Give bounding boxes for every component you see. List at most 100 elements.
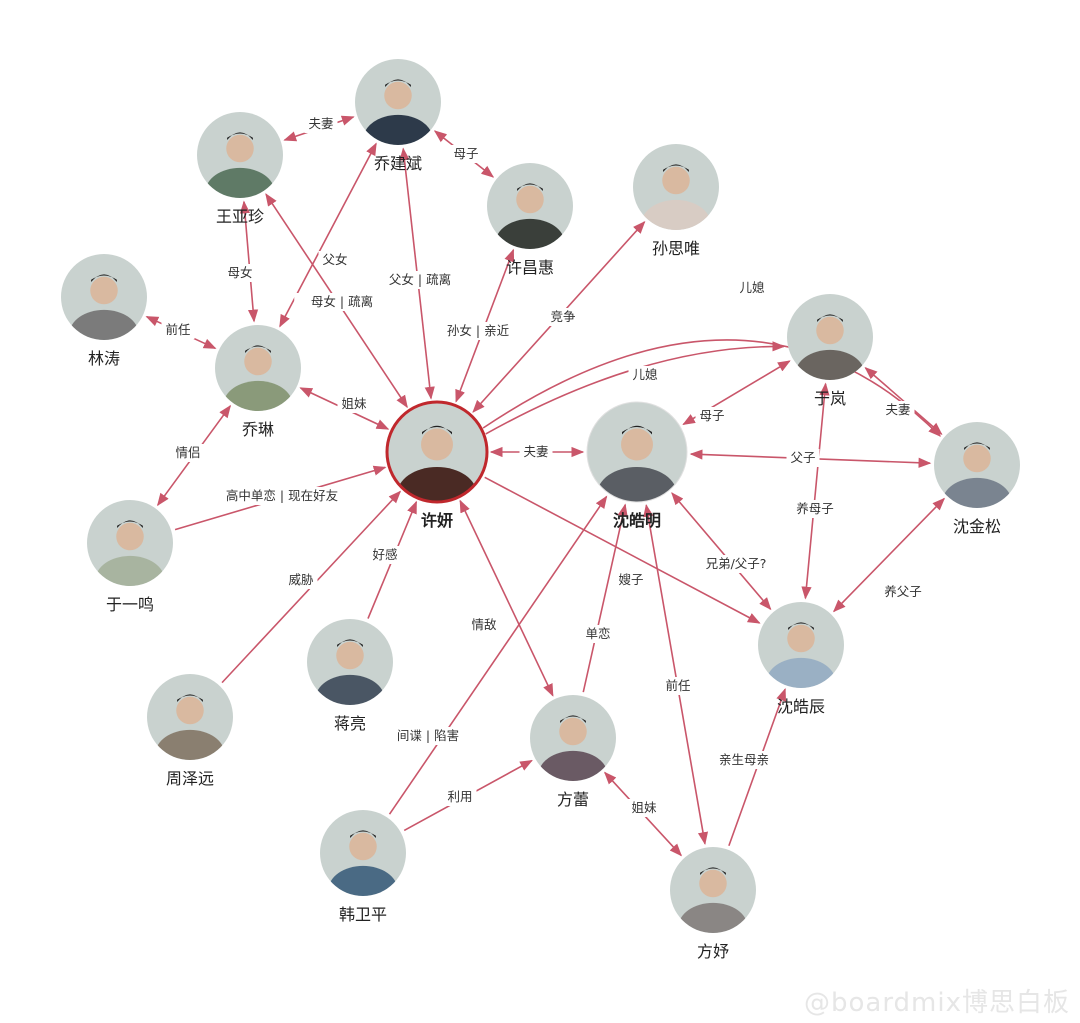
relation-label: 威胁 [284, 571, 318, 589]
label-background [294, 293, 390, 311]
character-node-lintao[interactable]: 林涛 [61, 254, 147, 368]
character-name: 于一鸣 [106, 595, 154, 614]
label-background [581, 625, 615, 643]
character-node-shenhaoming[interactable]: 沈皓明 [586, 401, 688, 530]
label-background [715, 751, 773, 769]
relation-label-text: 夫妻 [523, 444, 548, 459]
relation-label: 夫妻 [519, 443, 553, 461]
character-node-xuyan[interactable]: 许妍 [385, 400, 489, 530]
avatar-photo [223, 345, 293, 411]
label-background [661, 677, 695, 695]
relation-label-text: 威胁 [288, 572, 313, 587]
relation-label-text: 前任 [165, 322, 190, 337]
relation-label-text: 夫妻 [885, 402, 910, 417]
relation-label: 竞争 [546, 308, 580, 326]
relation-label-text: 养父子 [884, 584, 922, 599]
character-node-yulan[interactable]: 于岚 [787, 294, 873, 408]
character-name: 许昌惠 [506, 258, 554, 277]
relation-label: 兄弟/父子? [694, 555, 778, 573]
character-node-hanweiping[interactable]: 韩卫平 [320, 810, 406, 924]
relation-label: 母子 [695, 407, 729, 425]
character-name: 蒋亮 [334, 714, 366, 733]
avatar-photo [597, 425, 677, 502]
character-name: 周泽远 [166, 769, 214, 788]
relation-label: 父女 | 疏离 [372, 271, 468, 289]
relation-edge [582, 503, 628, 693]
label-background [304, 115, 338, 133]
relation-label: 嫂子 [614, 571, 648, 589]
label-background [171, 444, 205, 462]
avatar-photo [155, 694, 225, 760]
label-background [284, 571, 318, 589]
avatar-photo [495, 183, 565, 249]
relation-label-text: 姐妹 [341, 396, 367, 411]
character-node-shenjinsong[interactable]: 沈金松 [934, 422, 1020, 536]
label-background [318, 251, 352, 269]
avatar-photo [95, 520, 165, 586]
character-node-sunsiwei[interactable]: 孙思唯 [633, 144, 719, 258]
character-node-wangyazhen[interactable]: 王亚珍 [197, 112, 283, 226]
relation-label-text: 高中单恋 | 现在好友 [226, 488, 338, 503]
character-name: 孙思唯 [652, 239, 700, 258]
label-background [372, 271, 468, 289]
character-name: 方妤 [697, 942, 729, 961]
relation-label: 亲生母亲 [715, 751, 773, 769]
relation-label: 姐妹 [337, 395, 371, 413]
label-background [380, 727, 476, 745]
label-background [628, 366, 662, 384]
label-background [546, 308, 580, 326]
relation-label: 儿媳 [628, 366, 662, 384]
relation-label-text: 情侣 [175, 445, 200, 460]
character-name: 乔建斌 [374, 154, 422, 173]
character-node-shenhaochen[interactable]: 沈皓辰 [758, 602, 844, 716]
relation-label-text: 父女 | 疏离 [389, 272, 451, 287]
label-background [209, 487, 355, 505]
character-node-fanglei[interactable]: 方蕾 [530, 695, 616, 809]
label-background [792, 500, 838, 518]
relation-label: 姐妹 [627, 799, 661, 817]
relation-label: 前任 [661, 677, 695, 695]
relation-label-text: 母女 | 疏离 [311, 294, 373, 309]
avatar-photo [397, 425, 477, 502]
label-background [368, 546, 402, 564]
character-name: 于岚 [814, 389, 846, 408]
relation-label: 单恋 [581, 625, 615, 643]
label-background [467, 616, 501, 634]
label-background [614, 571, 648, 589]
relation-label-text: 好感 [372, 547, 397, 562]
character-name: 韩卫平 [339, 905, 387, 924]
character-name: 沈金松 [953, 517, 1001, 536]
relation-label: 母女 [223, 264, 257, 282]
relation-label-text: 前任 [665, 678, 690, 693]
character-node-fangyu[interactable]: 方妤 [670, 847, 756, 961]
character-node-zhouzeyuan[interactable]: 周泽远 [147, 674, 233, 788]
label-background [786, 449, 820, 467]
relation-label: 养父子 [880, 583, 926, 601]
label-background [430, 322, 526, 340]
character-name: 沈皓明 [613, 511, 661, 530]
character-node-xuchanghui[interactable]: 许昌惠 [487, 163, 573, 277]
character-node-jiangliang[interactable]: 蒋亮 [307, 619, 393, 733]
label-background [443, 788, 477, 806]
avatar-photo [205, 132, 275, 198]
character-node-qiaolin[interactable]: 乔琳 [215, 325, 301, 439]
relation-label-text: 母女 [227, 265, 252, 280]
relation-label-text: 单恋 [585, 626, 610, 641]
avatar-photo [942, 442, 1012, 508]
character-name: 许妍 [421, 511, 453, 530]
label-background [694, 555, 778, 573]
label-background [627, 799, 661, 817]
label-background [880, 583, 926, 601]
relation-label-text: 亲生母亲 [719, 752, 769, 767]
relation-label-text: 父女 [322, 252, 347, 267]
relation-label: 间谍 | 陷害 [380, 727, 476, 745]
label-background [223, 264, 257, 282]
character-node-yuyiming[interactable]: 于一鸣 [87, 500, 173, 614]
character-node-qiaojianbin[interactable]: 乔建斌 [355, 59, 441, 173]
relation-label-text: 夫妻 [308, 116, 333, 131]
avatar-photo [315, 639, 385, 705]
relation-edge [832, 497, 946, 613]
relation-label-text: 间谍 | 陷害 [397, 728, 459, 743]
